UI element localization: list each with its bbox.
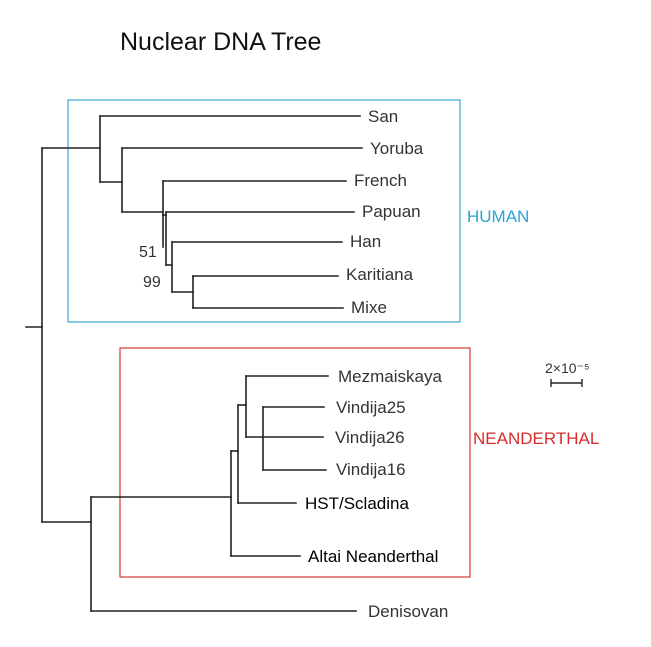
support-value-51: 51 (139, 244, 157, 261)
leaf-label-mixe: Mixe (351, 298, 387, 317)
leaf-label-denisovan: Denisovan (368, 602, 448, 621)
scale-bar-label: 2×10⁻⁵ (545, 360, 590, 376)
group-label-neanderthal: NEANDERTHAL (473, 429, 599, 448)
support-value-99: 99 (143, 274, 161, 291)
leaf-label-san: San (368, 107, 398, 126)
leaf-label-mezmaiskaya: Mezmaiskaya (338, 367, 442, 386)
neanderthal-group-box (119, 347, 471, 578)
human-group-box (67, 99, 461, 323)
leaf-label-yoruba: Yoruba (370, 139, 424, 158)
leaf-label-han: Han (350, 232, 381, 251)
leaf-label-vindija16: Vindija16 (336, 460, 406, 479)
leaf-label-karitiana: Karitiana (346, 265, 414, 284)
leaf-label-hst-scladina: HST/Scladina (305, 494, 409, 513)
leaf-label-papuan: Papuan (362, 202, 421, 221)
leaf-label-french: French (354, 171, 407, 190)
leaf-label-vindija25: Vindija25 (336, 398, 406, 417)
leaf-label-vindija26: Vindija26 (335, 428, 405, 447)
group-label-human: HUMAN (467, 207, 529, 226)
diagram-title: Nuclear DNA Tree (120, 28, 321, 56)
scale-bar (550, 379, 583, 387)
leaf-label-altai-neanderthal: Altai Neanderthal (308, 547, 438, 566)
